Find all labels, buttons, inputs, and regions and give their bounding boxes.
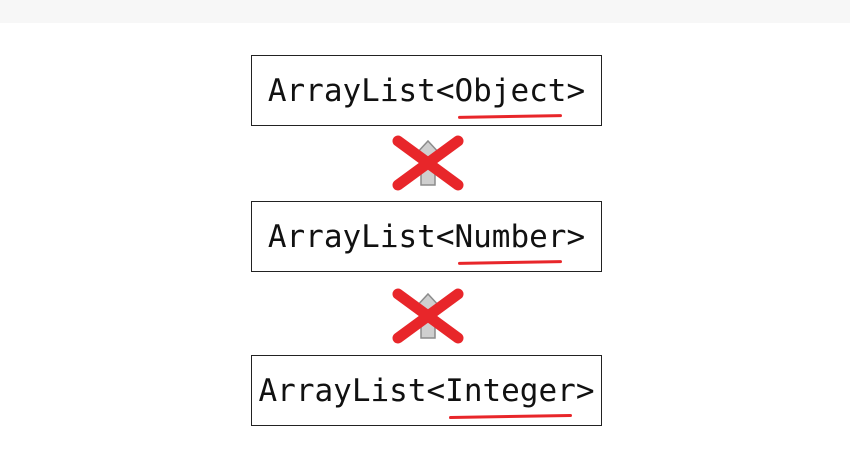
arraylist-integer-label: ArrayList<Integer> <box>259 373 595 409</box>
type-param-object: Object <box>454 72 567 109</box>
arrow-up-icon-with-cross <box>392 135 464 191</box>
arraylist-object-label: ArrayList<Object> <box>268 73 585 109</box>
arraylist-number-label: ArrayList<Number> <box>268 219 585 255</box>
arraylist-object-box: ArrayList<Object> <box>251 55 602 126</box>
crossed-inheritance-icon <box>390 135 466 191</box>
generic-prefix: ArrayList< <box>267 218 455 255</box>
generic-suffix: > <box>575 372 595 409</box>
arraylist-integer-box: ArrayList<Integer> <box>251 355 602 426</box>
type-param-number: Number <box>454 218 567 255</box>
top-strip <box>0 0 850 23</box>
arraylist-number-box: ArrayList<Number> <box>251 201 602 272</box>
generic-suffix: > <box>566 72 586 109</box>
type-param-integer: Integer <box>445 372 576 409</box>
generic-suffix: > <box>566 218 586 255</box>
cross-stroke-2 <box>392 288 464 344</box>
crossed-inheritance-icon <box>390 288 466 344</box>
cross-stroke-2 <box>392 135 464 191</box>
generic-prefix: ArrayList< <box>267 72 455 109</box>
generic-prefix: ArrayList< <box>258 372 446 409</box>
arrow-up-icon-with-cross <box>392 288 464 344</box>
